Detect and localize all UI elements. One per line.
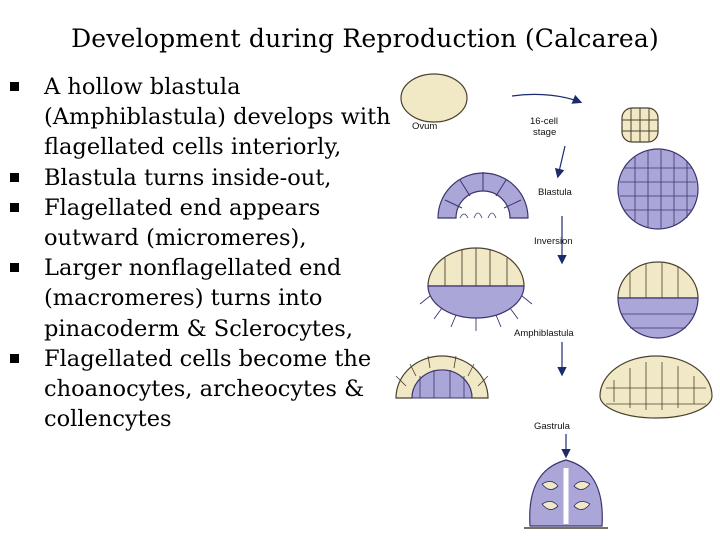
ovum-cell (400, 73, 468, 123)
blastula-surface-view (617, 148, 699, 230)
arrow-ovum-to-16cell (511, 93, 583, 104)
label-blastula: Blastula (538, 187, 573, 198)
bullet-list: A hollow blastula (Amphiblastula) develo… (8, 72, 400, 434)
bullet-text: A hollow blastula (Amphiblastula) develo… (44, 74, 391, 161)
calcarea-development-figure: Ovum 16-cell stage Blastula Inversion (395, 73, 713, 529)
bullet-item: Flagellated end appears outward (microme… (8, 193, 400, 253)
label-gastrula: Gastrula (534, 421, 571, 432)
bullet-item: Blastula turns inside-out, (8, 163, 400, 193)
square-bullet-icon (10, 202, 19, 212)
square-bullet-icon (10, 353, 19, 363)
square-bullet-icon (10, 82, 19, 91)
arrow-16cell-to-blastula (554, 145, 566, 179)
label-amphiblastula: Amphiblastula (514, 328, 574, 339)
bullet-text: Blastula turns inside-out, (44, 164, 332, 191)
sixteen-cell-embryo (621, 107, 659, 143)
label-stage: stage (533, 127, 556, 138)
amphiblastula-surface-view (617, 261, 699, 339)
bullet-text: Flagellated cells become the choanocytes… (44, 345, 372, 433)
bullet-text: Flagellated end appears outward (microme… (44, 194, 321, 252)
bullet-item: Flagellated cells become the choanocytes… (8, 344, 400, 435)
label-16-cell: 16-cell (530, 116, 558, 127)
gastrula-section (395, 355, 489, 399)
label-ovum: Ovum (412, 121, 437, 132)
gastrula-surface-view (599, 355, 713, 419)
blastula-section (437, 172, 529, 219)
square-bullet-icon (10, 172, 19, 182)
label-inversion: Inversion (534, 236, 573, 247)
slide-title: Development during Reproduction (Calcare… (71, 24, 659, 53)
bullet-item: Larger nonflagellated end (macromeres) t… (8, 253, 400, 344)
amphiblastula-section (419, 247, 533, 331)
bullet-text: Larger nonflagellated end (macromeres) t… (44, 255, 353, 342)
bullet-item: A hollow blastula (Amphiblastula) develo… (8, 72, 400, 163)
young-sponge (524, 459, 608, 529)
square-bullet-icon (10, 263, 19, 273)
